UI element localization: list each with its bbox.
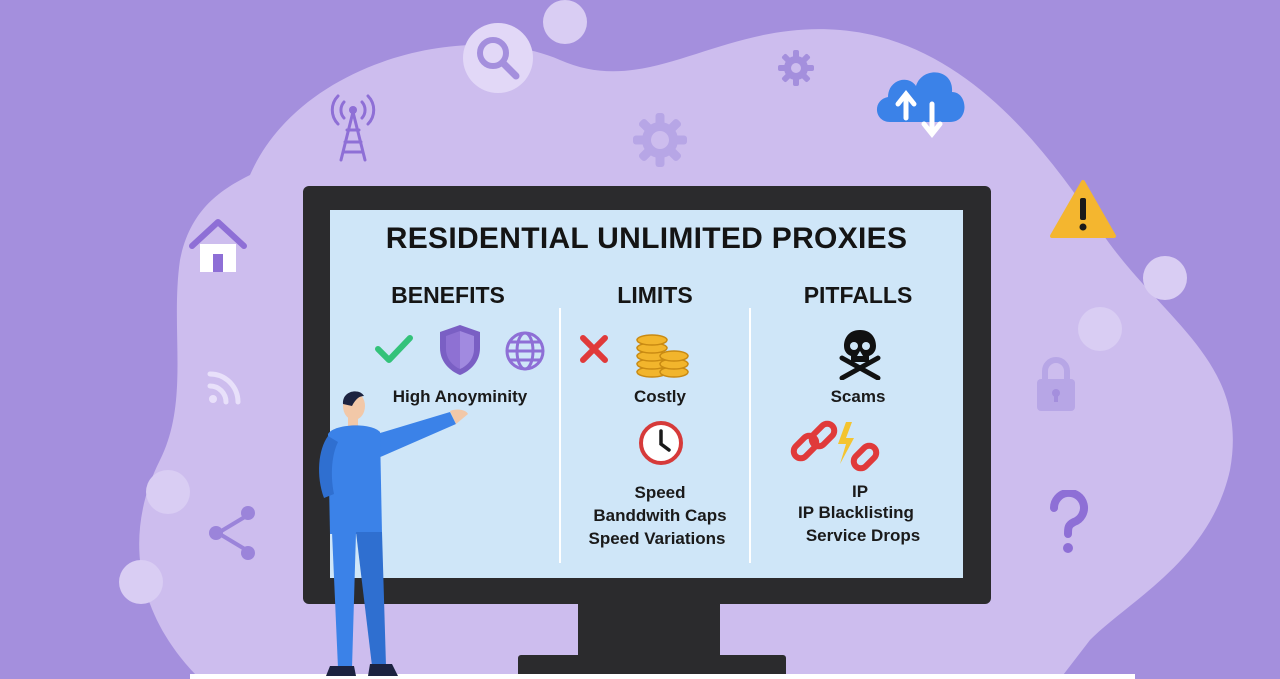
wifi-icon [207, 371, 241, 405]
share-icon [209, 506, 255, 560]
monitor-screen [330, 210, 963, 578]
pitfall-label: IP Blacklisting [798, 503, 914, 522]
bg-dot [1078, 307, 1122, 351]
cross-icon [580, 335, 608, 363]
limit-label: Speed Variations [588, 529, 726, 548]
warning-icon [1050, 180, 1116, 238]
floor-line [190, 674, 1135, 679]
bg-dot [119, 560, 163, 604]
presenter-figure [319, 391, 468, 676]
pitfall-label: IP [851, 482, 869, 501]
bg-dot [543, 0, 587, 44]
broken-link-icon [790, 420, 880, 472]
search-icon [463, 23, 533, 93]
globe-icon [505, 331, 545, 371]
gear-icon [778, 50, 814, 86]
pitfalls-heading: PITFALLS [803, 282, 913, 308]
cloud-sync-icon [876, 72, 965, 139]
bg-dot [1143, 256, 1187, 300]
page-title: RESIDENTIAL UNLIMITED PROXIES [385, 222, 908, 255]
limits-heading: LIMITS [617, 282, 693, 308]
limit-label: Costly [634, 387, 686, 406]
limit-label: Speed [634, 483, 686, 502]
skull-icon [839, 330, 881, 380]
column-divider [559, 308, 561, 563]
bg-dot [146, 470, 190, 514]
benefit-label: High Anoyminity [392, 387, 528, 406]
limit-label: Banddwith Caps [593, 506, 727, 525]
pitfall-label: Scams [830, 387, 886, 406]
pitfall-label: Service Drops [805, 526, 921, 545]
clock-icon [639, 421, 683, 465]
lock-icon [1037, 357, 1075, 411]
check-icon [375, 335, 413, 363]
house-icon [189, 219, 247, 272]
shield-icon [440, 325, 480, 375]
gear-icon [633, 113, 687, 167]
monitor-stand-neck [578, 604, 720, 658]
question-icon [1049, 490, 1088, 553]
benefits-heading: BENEFITS [391, 282, 505, 308]
antenna-icon [330, 94, 376, 162]
column-divider [749, 308, 751, 563]
coins-icon [636, 334, 689, 378]
